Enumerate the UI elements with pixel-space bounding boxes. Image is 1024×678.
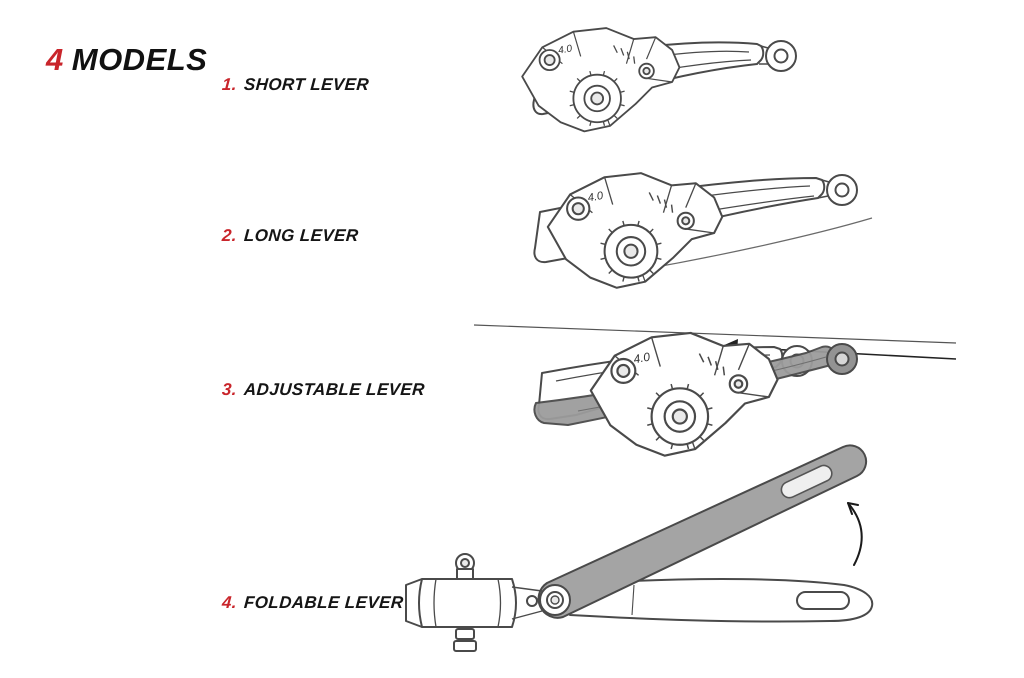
long-lever-illustration bbox=[533, 160, 873, 302]
model-label-long-lever: 2. LONG LEVER bbox=[221, 226, 359, 246]
model-number: 4. bbox=[221, 593, 238, 612]
model-number: 3. bbox=[221, 380, 238, 399]
model-number: 2. bbox=[221, 226, 238, 245]
short-lever-illustration bbox=[383, 22, 797, 150]
model-label-foldable-lever: 4. FOLDABLE LEVER bbox=[221, 593, 404, 613]
lever-perch bbox=[591, 333, 778, 456]
lever-blade-folded-gray bbox=[537, 444, 868, 619]
clamp-perch-side-view bbox=[405, 553, 543, 652]
model-name: FOLDABLE LEVER bbox=[243, 593, 405, 612]
title-number: 4 bbox=[46, 42, 64, 77]
fold-pivot-joint bbox=[539, 584, 571, 616]
model-name: LONG LEVER bbox=[243, 226, 360, 245]
lever-blade-unfolded bbox=[567, 578, 874, 623]
lever-perch bbox=[548, 173, 722, 288]
bar-end-ball bbox=[817, 174, 858, 206]
model-name: SHORT LEVER bbox=[243, 75, 370, 94]
fold-arrow-icon bbox=[847, 502, 863, 566]
lever-perch bbox=[522, 28, 679, 131]
model-label-short-lever: 1. SHORT LEVER bbox=[221, 75, 369, 95]
bar-end-ball bbox=[759, 40, 797, 72]
reference-line bbox=[473, 324, 957, 344]
foldable-lever-illustration bbox=[405, 444, 874, 652]
title-word: MODELS bbox=[71, 42, 208, 77]
adjustable-lever-illustration bbox=[473, 324, 957, 465]
model-number: 1. bbox=[221, 75, 238, 94]
